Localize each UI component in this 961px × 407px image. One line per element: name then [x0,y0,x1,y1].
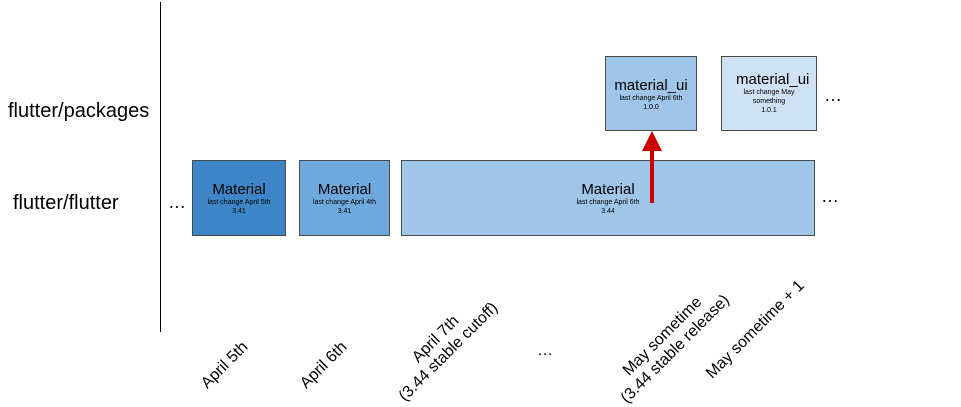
date-text: April 5th [198,338,252,393]
box-last-change: last change April 4th [312,199,377,206]
date-april-7: April 7th (3.44 stable cutoff) [383,286,502,405]
material-box-april-6: Material last change April 4th 3.41 [299,160,390,236]
publish-arrow [642,131,662,203]
box-version: 1.0.0 [643,104,659,111]
box-version: 1.0.1 [761,107,777,114]
vertical-divider [160,2,161,332]
box-title: Material [581,181,635,198]
date-may-release: May sometime (3.44 stable release) [605,279,734,407]
ellipsis-packages-right: … [824,85,843,105]
date-text: May sometime [619,293,706,380]
material-box-april-5: Material last change April 5th 3.41 [192,160,286,236]
date-ellipsis: … [537,342,553,359]
box-title: material_ui [614,77,688,94]
box-last-change: last change April 6th [619,95,683,102]
box-title: Material [317,181,372,198]
box-version: 3.44 [601,208,615,215]
date-note: (3.44 stable release) [617,291,733,407]
date-april-5: April 5th [198,338,252,392]
ellipsis-flutter-right: … [821,186,840,206]
ellipsis-left: … [168,192,187,212]
date-text: April 6th [297,338,351,393]
date-april-6: April 6th [297,338,351,392]
box-title: material_ui [736,71,810,88]
box-title: Material [212,181,266,198]
material-ui-box-1-0-0: material_ui last change April 6th 1.0.0 [605,56,697,131]
material-ui-box-1-0-1: material_ui last change May something 1.… [721,56,817,131]
box-last-change: last change May something [743,89,795,105]
box-last-change: last change April 5th [207,199,271,206]
box-version: 3.41 [337,208,352,215]
box-last-change: last change April 6th [576,199,640,206]
row-label-packages: flutter/packages [8,100,150,122]
row-label-flutter: flutter/flutter [13,192,119,214]
material-box-3-44: Material last change April 6th 3.44 [401,160,815,236]
arrow-head [642,131,662,151]
box-version: 3.41 [232,208,246,215]
